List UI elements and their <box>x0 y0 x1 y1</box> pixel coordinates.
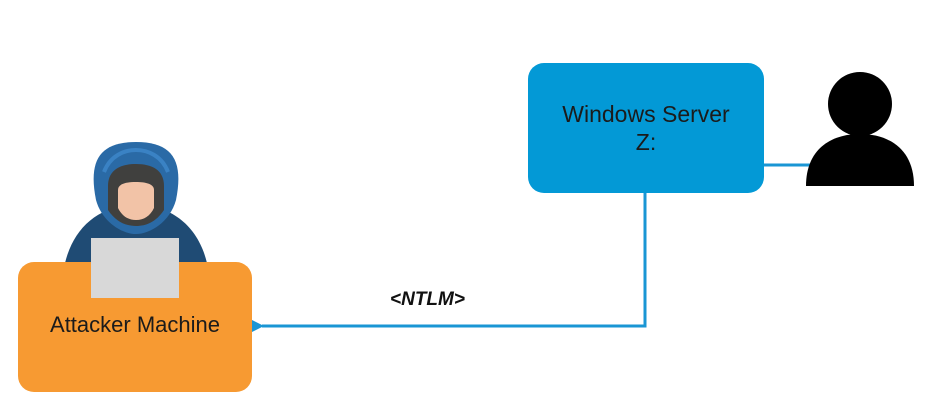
server-drive: Z: <box>635 129 657 155</box>
ntlm-arrow <box>252 193 647 332</box>
attacker-machine-label: Attacker Machine <box>50 312 220 337</box>
ntlm-label: <NTLM> <box>390 289 465 310</box>
server-title: Windows Server <box>562 101 730 127</box>
windows-server-box: Windows Server Z: <box>528 63 764 193</box>
